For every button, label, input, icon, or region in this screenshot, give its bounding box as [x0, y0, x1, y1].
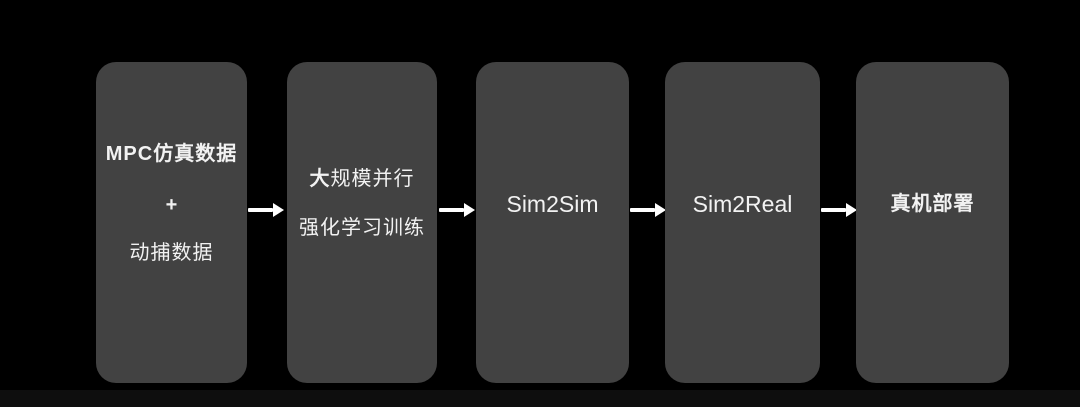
node-label-real-deployment: 真机部署: [890, 192, 975, 215]
arrow-shaft: [439, 208, 464, 212]
line-rest: 规模并行: [330, 168, 415, 190]
node-text-block: 大规模并行 强化学习训练: [299, 166, 425, 241]
plus-separator: +: [165, 194, 178, 216]
node-line-mocap-data: 动捕数据: [129, 242, 214, 264]
node-label-sim2real: Sim2Real: [692, 190, 793, 217]
node-label-sim2sim: Sim2Sim: [506, 190, 599, 217]
arrow-head: [655, 203, 666, 217]
arrow-head: [464, 203, 475, 217]
arrow-head: [273, 203, 284, 217]
arrow-head: [846, 203, 857, 217]
flow-node-sim2sim: Sim2Sim: [476, 62, 629, 383]
arrow-right-icon: [821, 202, 857, 218]
bottom-letterbox-strip: [0, 390, 1080, 407]
node-line-rl-training: 强化学习训练: [299, 217, 425, 239]
flow-node-rl-training: 大规模并行 强化学习训练: [287, 62, 437, 383]
node-line-massively-parallel: 大规模并行: [310, 166, 415, 192]
node-text-block: Sim2Sim: [506, 190, 598, 218]
bold-prefix: 大: [309, 168, 331, 190]
node-line-mpc-sim-data: MPC仿真数据: [105, 143, 238, 165]
node-text-block: Sim2Real: [693, 190, 793, 218]
flow-node-real-robot-deployment: 真机部署: [856, 62, 1009, 383]
flow-node-data-sources: MPC仿真数据 + 动捕数据: [96, 62, 247, 383]
arrow-shaft: [630, 208, 655, 212]
arrow-right-icon: [439, 202, 475, 218]
node-text-block: MPC仿真数据 + 动捕数据: [106, 141, 237, 266]
arrow-shaft: [248, 208, 273, 212]
node-text-block: 真机部署: [891, 191, 975, 217]
arrow-right-icon: [248, 202, 284, 218]
arrow-right-icon: [630, 202, 666, 218]
arrow-shaft: [821, 208, 846, 212]
flow-node-sim2real: Sim2Real: [665, 62, 820, 383]
